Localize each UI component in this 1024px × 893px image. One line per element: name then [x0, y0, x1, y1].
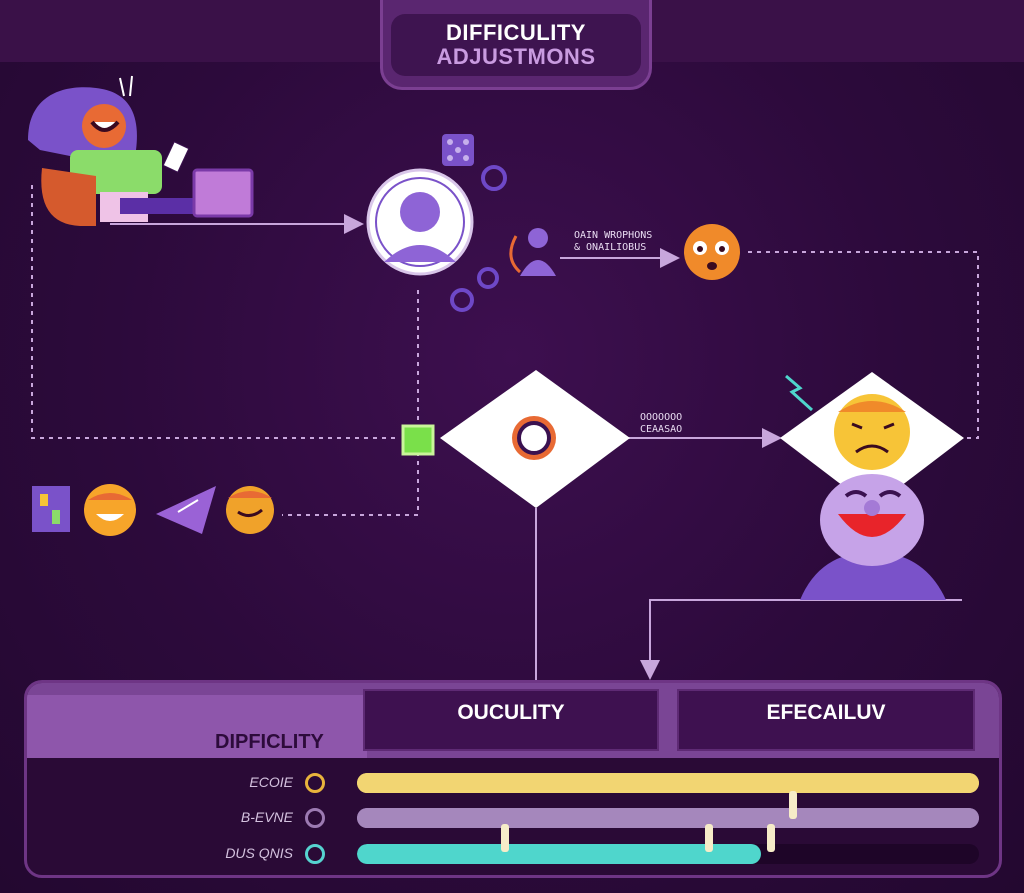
flow-note-4: CEAASAO: [640, 424, 683, 435]
panel-title: DIPFICLITY: [215, 731, 324, 753]
row-progress-track-3[interactable]: [357, 844, 979, 864]
row-label-1: ECOIE: [249, 774, 293, 790]
title-plate: DIFFICULITY ADJUSTMONS: [391, 14, 641, 76]
row-indicator-2[interactable]: [305, 808, 325, 828]
column-header-2: EFECAILUV: [677, 689, 975, 751]
paper-plane-icon: [156, 486, 216, 534]
small-person-icon: [509, 228, 556, 276]
slider-handle-4[interactable]: [767, 824, 775, 852]
emoji-row-left: [32, 484, 274, 536]
column-header-1: OUCULITY: [363, 689, 659, 751]
title-box: DIFFICULITY ADJUSTMONS: [380, 0, 652, 90]
row-indicator-3[interactable]: [305, 844, 325, 864]
arrow-right-to-panel: [640, 599, 962, 680]
worried-emoji-icon: [684, 224, 740, 280]
grinning-emoji-icon: [84, 484, 136, 536]
row-label-2: B-EVNE: [240, 809, 293, 825]
smirking-emoji-icon: [226, 486, 274, 534]
flow-note-2: & ONAILIOBUS: [574, 242, 647, 253]
row-progress-track-1[interactable]: [357, 773, 979, 793]
panel-header-left: [27, 695, 367, 758]
row-indicator-1[interactable]: [305, 773, 325, 793]
row-progress-fill-2: [357, 808, 979, 828]
profile-avatar-icon: [366, 168, 474, 276]
gear-icons: [450, 165, 507, 312]
dashed-line-right-loop: [748, 251, 979, 439]
slider-handle-2[interactable]: [501, 824, 509, 852]
slider-handle-3[interactable]: [705, 824, 713, 852]
difficulty-panel: DIPFICLITY OUCULITY EFECAILUV ECOIE B-EVN…: [24, 680, 1002, 878]
dashed-line-center-down: [282, 290, 419, 516]
decision-diamond-1: [440, 370, 630, 508]
decision-diamond-2: [780, 372, 964, 508]
slider-handle-1[interactable]: [789, 791, 797, 819]
card-icon: [32, 486, 70, 532]
title-line-2: ADJUSTMONS: [436, 44, 596, 69]
dashed-line-left-loop: [31, 185, 400, 439]
dashed-connectors: [31, 185, 979, 516]
row-progress-track-2[interactable]: [357, 808, 979, 828]
row-label-3: DUS QNIS: [225, 845, 293, 861]
row-progress-fill-1: [357, 773, 979, 793]
flow-note-3: OOOOOOO: [640, 412, 683, 423]
flow-note-1: OAIN WROPHONS: [574, 230, 653, 241]
title-line-1: DIFFICULITY: [446, 20, 586, 45]
dice-icon: [442, 134, 474, 166]
green-node-square: [401, 424, 435, 456]
laughing-character-illustration: [800, 474, 946, 600]
row-progress-fill-3: [357, 844, 762, 864]
user-at-desk-illustration: [28, 75, 254, 226]
